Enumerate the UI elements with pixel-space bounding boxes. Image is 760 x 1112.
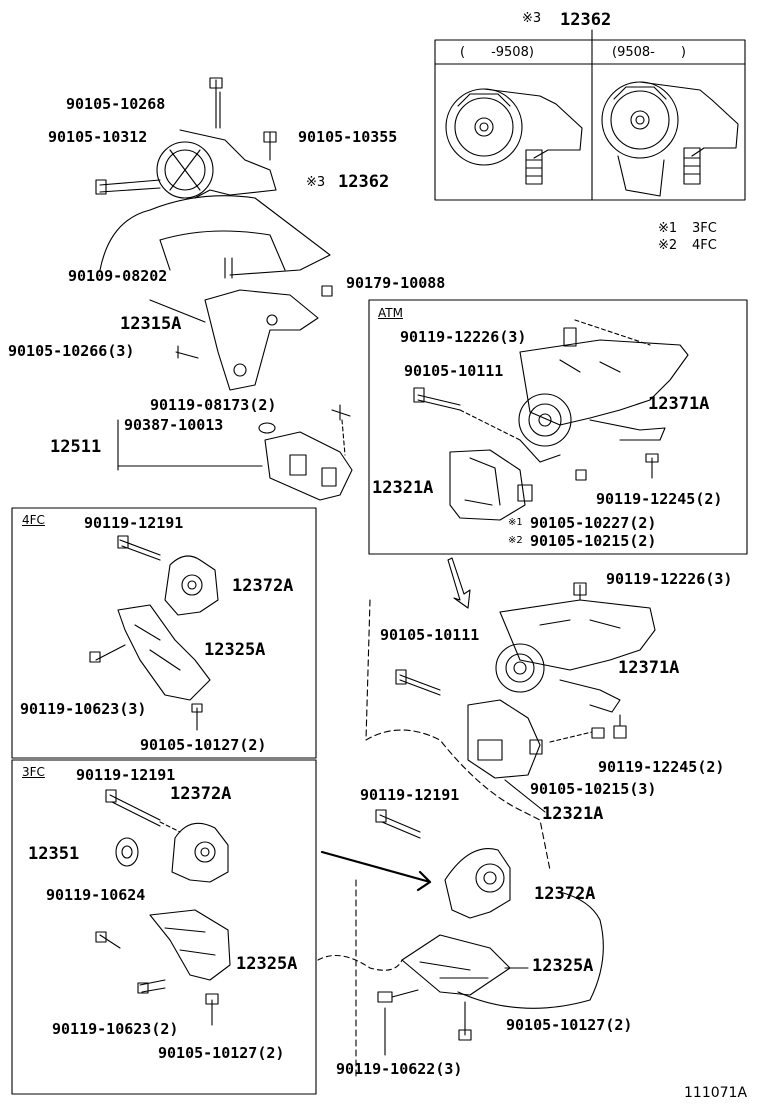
atm-mount-assembly-icon bbox=[413, 319, 689, 521]
part-label[interactable]: 90105-10111 bbox=[404, 362, 504, 380]
part-label[interactable]: 12321A bbox=[542, 804, 604, 824]
section-atm: ATM bbox=[378, 306, 403, 320]
part-label[interactable]: 90119-12226(3) bbox=[400, 328, 527, 346]
bottom-mount-assembly-icon bbox=[375, 809, 604, 1041]
part-label[interactable]: 12351 bbox=[28, 844, 80, 864]
main-mount-assembly-icon bbox=[395, 582, 656, 813]
fc4-mount-icon bbox=[89, 535, 219, 731]
diagram-code: 111071A bbox=[684, 1085, 748, 1101]
legend-mark-2: ※2 bbox=[658, 238, 678, 253]
part-label[interactable]: 12315A bbox=[120, 314, 182, 334]
part-label[interactable]: 90105-10215(2) bbox=[530, 532, 657, 550]
part-label[interactable]: 90119-10623(2) bbox=[52, 1020, 179, 1038]
part-label[interactable]: 90119-12245(2) bbox=[598, 758, 725, 776]
legend-mark-1: ※1 bbox=[658, 221, 678, 236]
header-mark: ※3 bbox=[522, 11, 542, 26]
part-label[interactable]: 90119-10624 bbox=[46, 886, 146, 904]
fc4-box bbox=[11, 507, 317, 759]
mount-12362-late-icon bbox=[601, 81, 739, 197]
part-mark: ※3 bbox=[306, 175, 326, 190]
part-label[interactable]: 90109-08202 bbox=[68, 267, 168, 285]
legend-text-1: 3FC bbox=[692, 221, 717, 236]
atm-box bbox=[368, 299, 748, 555]
part-label[interactable]: 90105-10127(2) bbox=[140, 736, 267, 754]
part-label[interactable]: 90119-10622(3) bbox=[336, 1060, 463, 1078]
part-label[interactable]: 90105-10266(3) bbox=[8, 342, 135, 360]
part-label[interactable]: 12372A bbox=[534, 884, 596, 904]
section-4fc: 4FC bbox=[22, 513, 45, 527]
part-label[interactable]: 90105-10127(2) bbox=[158, 1044, 285, 1062]
part-label[interactable]: 90105-10127(2) bbox=[506, 1016, 633, 1034]
part-label[interactable]: 90119-12191 bbox=[76, 766, 176, 784]
part-label[interactable]: 90119-12191 bbox=[360, 786, 460, 804]
part-label[interactable]: 90179-10088 bbox=[346, 274, 446, 292]
inset-left-period: ( -9508) bbox=[460, 45, 534, 60]
part-label[interactable]: 90119-12245(2) bbox=[596, 490, 723, 508]
inset-box-12362 bbox=[434, 39, 746, 201]
inset-right-period: (9508- ) bbox=[612, 45, 686, 60]
header-part-number[interactable]: 12362 bbox=[560, 10, 612, 30]
part-label[interactable]: 12362 bbox=[338, 172, 390, 192]
part-label[interactable]: 12325A bbox=[532, 956, 594, 976]
part-label[interactable]: 12321A bbox=[372, 478, 434, 498]
part-label[interactable]: 90119-10623(3) bbox=[20, 700, 147, 718]
section-3fc: 3FC bbox=[22, 765, 45, 779]
part-label[interactable]: 90105-10268 bbox=[66, 95, 166, 113]
part-label[interactable]: 12511 bbox=[50, 437, 102, 457]
part-label[interactable]: 12325A bbox=[204, 640, 266, 660]
part-label[interactable]: 12372A bbox=[170, 784, 232, 804]
part-label[interactable]: 90119-08173(2) bbox=[150, 396, 277, 414]
part-label[interactable]: 12325A bbox=[236, 954, 298, 974]
part-mark: ※1 bbox=[508, 517, 523, 528]
part-label[interactable]: 90119-12191 bbox=[84, 514, 184, 532]
mount-12362-early-icon bbox=[445, 88, 583, 185]
fc3-box bbox=[11, 759, 317, 1095]
part-label[interactable]: 12371A bbox=[648, 394, 710, 414]
part-label[interactable]: 12372A bbox=[232, 576, 294, 596]
legend-text-2: 4FC bbox=[692, 238, 717, 253]
part-label[interactable]: 90105-10312 bbox=[48, 128, 148, 146]
part-label[interactable]: 90105-10111 bbox=[380, 626, 480, 644]
part-label[interactable]: 90105-10355 bbox=[298, 128, 398, 146]
part-label[interactable]: 90387-10013 bbox=[124, 416, 224, 434]
part-label[interactable]: 90105-10215(3) bbox=[530, 780, 657, 798]
part-label[interactable]: 90119-12226(3) bbox=[606, 570, 733, 588]
arrow-right-icon bbox=[320, 850, 432, 892]
part-label[interactable]: 12371A bbox=[618, 658, 680, 678]
part-label[interactable]: 90105-10227(2) bbox=[530, 514, 657, 532]
part-mark: ※2 bbox=[508, 535, 523, 546]
mount-12362-assembly-icon bbox=[95, 77, 353, 501]
arrow-down-icon bbox=[447, 557, 471, 609]
fc3-mount-icon bbox=[95, 789, 231, 1026]
